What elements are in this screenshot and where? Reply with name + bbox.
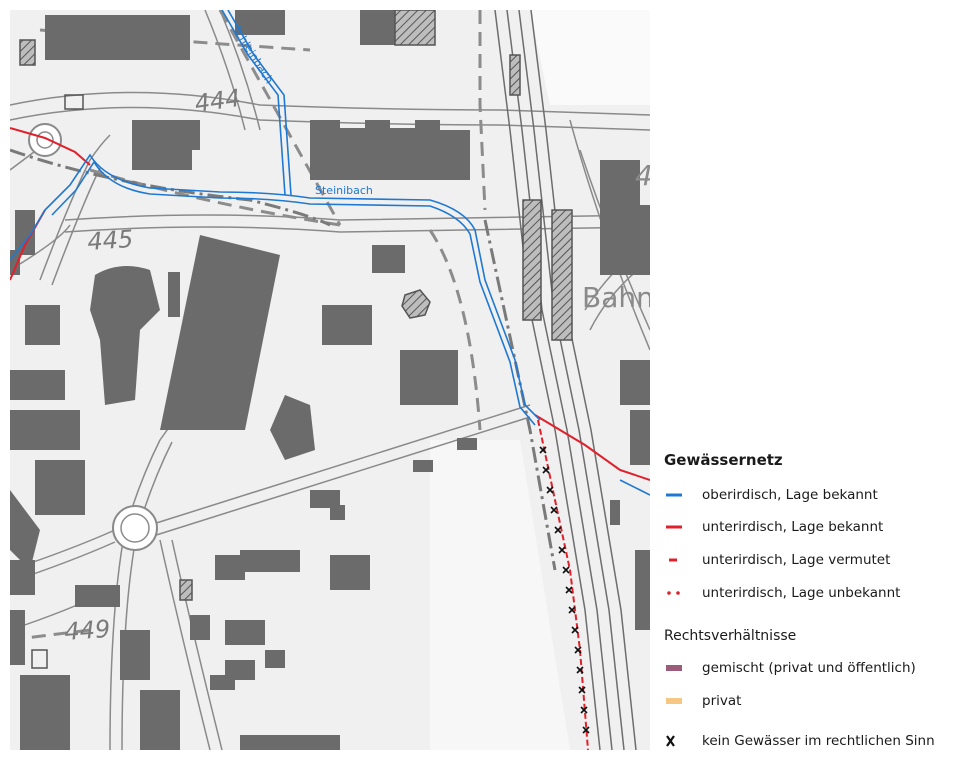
roundabout: [28, 123, 158, 551]
patch-icon: [666, 665, 682, 671]
short-dash-icon: [669, 558, 677, 562]
legend-subtitle: Rechtsverhältnisse: [664, 628, 797, 644]
legend-item-underground-assumed: unterirdisch, Lage vermutet: [662, 550, 957, 570]
underground-stream-segment: [534, 414, 650, 481]
legend-label: unterirdisch, Lage unbekannt: [702, 585, 901, 601]
dash-dot-boundary: [10, 148, 557, 571]
buildings: [10, 10, 650, 750]
legend-label: privat: [702, 693, 742, 709]
map-canvas[interactable]: 444 445 449 Bahn 4 Schleinbach Steinibac…: [10, 10, 650, 750]
patch-icon: [666, 698, 682, 704]
surface-streams: [10, 10, 650, 496]
underground-stream-segment: [537, 419, 589, 750]
surface-stream-schleinbach: [221, 10, 286, 196]
legend-item-underground-known: unterirdisch, Lage bekannt: [662, 517, 957, 537]
map-legend: Gewässernetz oberirdisch, Lage bekannt u…: [662, 445, 957, 760]
legend-label: oberirdisch, Lage bekannt: [702, 487, 878, 503]
open-area: [530, 10, 650, 105]
dotted-line-icon: [667, 591, 680, 595]
legend-label: unterirdisch, Lage bekannt: [702, 519, 884, 535]
cross-markers: [539, 446, 590, 734]
cross-icon: [666, 735, 675, 747]
legend-label: kein Gewässer im rechtlichen Sinn: [702, 733, 935, 749]
place-label-4: 4: [635, 159, 650, 192]
open-area: [430, 440, 570, 750]
place-label-bahn: Bahn: [582, 281, 650, 314]
legend-item-not-legal-water: kein Gewässer im rechtlichen Sinn: [662, 731, 957, 751]
map-svg: 444 445 449 Bahn 4 Schleinbach Steinibac…: [10, 10, 650, 750]
solid-line-icon: [666, 493, 682, 497]
legend-item-underground-unknown: unterirdisch, Lage unbekannt: [662, 583, 957, 603]
surface-stream-steinibach: [44, 153, 541, 421]
legend-title: Gewässernetz: [664, 451, 783, 469]
underground-stream-segment: [10, 127, 91, 166]
contour-label-444: 444: [193, 84, 242, 118]
stream-label-steinibach: Steinibach: [315, 184, 373, 197]
legend-label: gemischt (privat und öffentlich): [702, 660, 916, 676]
underground-streams: [10, 127, 650, 750]
contour-label-449: 449: [63, 615, 111, 646]
railway: [494, 10, 637, 750]
legend-item-private: privat: [662, 691, 957, 711]
legend-item-mixed: gemischt (privat und öffentlich): [662, 658, 957, 678]
solid-line-icon: [666, 525, 682, 529]
legend-item-surface-known: oberirdisch, Lage bekannt: [662, 485, 957, 505]
legend-label: unterirdisch, Lage vermutet: [702, 552, 891, 568]
contour-label-445: 445: [86, 225, 134, 256]
